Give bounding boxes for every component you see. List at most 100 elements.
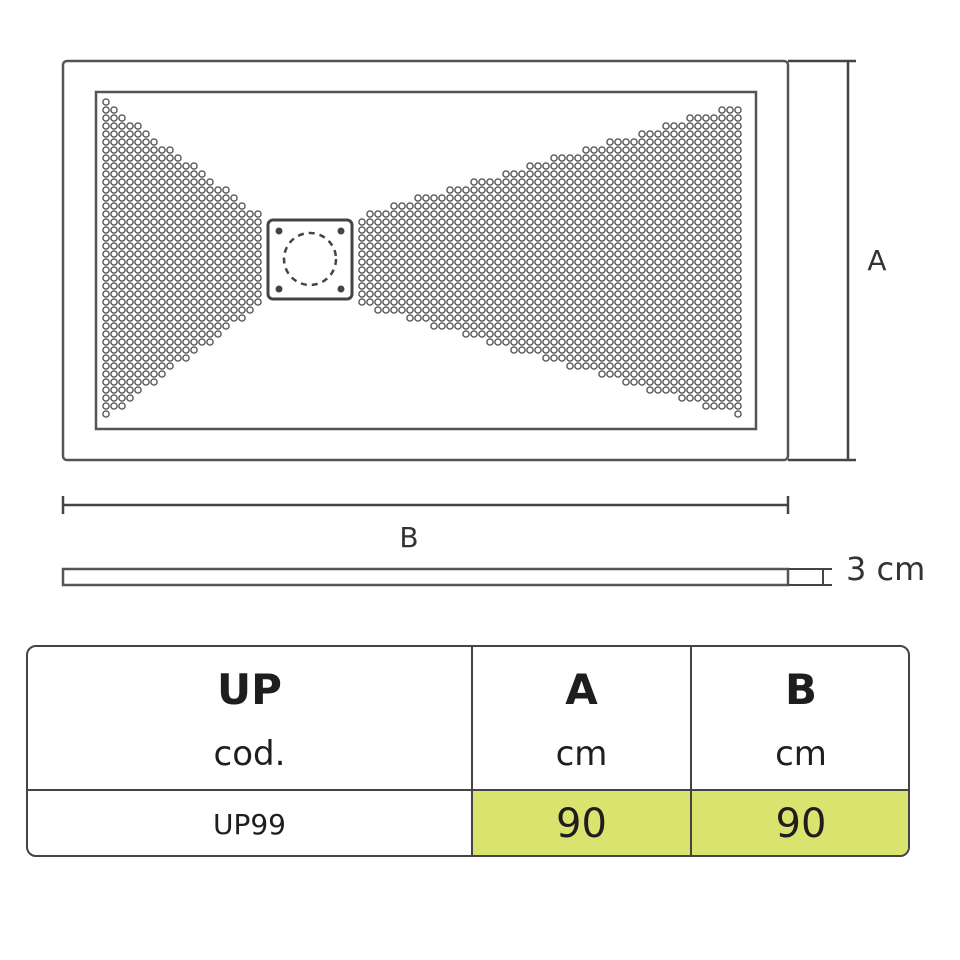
column-unit-up: cod. bbox=[213, 734, 286, 774]
anti-slip-dot bbox=[214, 258, 222, 266]
anti-slip-dot bbox=[478, 178, 486, 186]
anti-slip-dot bbox=[470, 282, 478, 290]
anti-slip-dot bbox=[582, 322, 590, 330]
anti-slip-dot bbox=[670, 146, 678, 154]
anti-slip-dot bbox=[238, 274, 246, 282]
anti-slip-dot bbox=[390, 290, 398, 298]
anti-slip-dot bbox=[254, 274, 262, 282]
anti-slip-dot bbox=[110, 394, 118, 402]
anti-slip-dot bbox=[726, 130, 734, 138]
anti-slip-dot bbox=[542, 314, 550, 322]
anti-slip-dot bbox=[494, 186, 502, 194]
anti-slip-dot bbox=[454, 306, 462, 314]
dimension-b-line bbox=[61, 496, 790, 514]
anti-slip-dot bbox=[686, 394, 694, 402]
anti-slip-dot bbox=[566, 330, 574, 338]
anti-slip-dot bbox=[558, 210, 566, 218]
anti-slip-dot bbox=[438, 290, 446, 298]
anti-slip-dot bbox=[134, 338, 142, 346]
anti-slip-dot bbox=[702, 362, 710, 370]
anti-slip-dot bbox=[494, 306, 502, 314]
anti-slip-dot bbox=[550, 234, 558, 242]
anti-slip-dot bbox=[718, 122, 726, 130]
anti-slip-dot bbox=[582, 330, 590, 338]
anti-slip-dot bbox=[158, 218, 166, 226]
anti-slip-dot bbox=[662, 218, 670, 226]
anti-slip-dot bbox=[534, 242, 542, 250]
anti-slip-dot bbox=[374, 226, 382, 234]
anti-slip-dot bbox=[430, 314, 438, 322]
anti-slip-dot bbox=[110, 298, 118, 306]
anti-slip-dot bbox=[678, 170, 686, 178]
anti-slip-dot bbox=[622, 362, 630, 370]
anti-slip-dot bbox=[598, 178, 606, 186]
anti-slip-dot bbox=[174, 210, 182, 218]
anti-slip-dot bbox=[182, 162, 190, 170]
anti-slip-dot bbox=[102, 98, 110, 106]
anti-slip-dot bbox=[462, 322, 470, 330]
anti-slip-dot bbox=[670, 298, 678, 306]
anti-slip-dot bbox=[142, 194, 150, 202]
anti-slip-dot bbox=[126, 210, 134, 218]
anti-slip-dot bbox=[630, 338, 638, 346]
anti-slip-dot bbox=[694, 370, 702, 378]
anti-slip-dot bbox=[438, 250, 446, 258]
anti-slip-dot bbox=[150, 266, 158, 274]
anti-slip-dot bbox=[590, 330, 598, 338]
anti-slip-dot bbox=[678, 218, 686, 226]
anti-slip-dot bbox=[478, 282, 486, 290]
anti-slip-dot bbox=[198, 178, 206, 186]
anti-slip-dot bbox=[366, 210, 374, 218]
anti-slip-dot bbox=[622, 306, 630, 314]
anti-slip-dot bbox=[638, 242, 646, 250]
anti-slip-dot bbox=[534, 226, 542, 234]
anti-slip-dot bbox=[734, 234, 742, 242]
anti-slip-dot bbox=[686, 306, 694, 314]
anti-slip-dot bbox=[150, 274, 158, 282]
anti-slip-dot bbox=[582, 338, 590, 346]
anti-slip-dot bbox=[678, 130, 686, 138]
anti-slip-dot bbox=[502, 266, 510, 274]
anti-slip-dot bbox=[574, 154, 582, 162]
anti-slip-dot bbox=[198, 210, 206, 218]
anti-slip-dot bbox=[678, 314, 686, 322]
anti-slip-dot bbox=[454, 186, 462, 194]
anti-slip-dot bbox=[670, 306, 678, 314]
anti-slip-dot bbox=[150, 210, 158, 218]
anti-slip-dot bbox=[574, 274, 582, 282]
anti-slip-dot bbox=[254, 242, 262, 250]
anti-slip-dot bbox=[662, 258, 670, 266]
anti-slip-dot bbox=[718, 394, 726, 402]
anti-slip-dot bbox=[502, 170, 510, 178]
anti-slip-dot bbox=[134, 170, 142, 178]
anti-slip-dot bbox=[662, 338, 670, 346]
anti-slip-dot bbox=[566, 202, 574, 210]
anti-slip-dot bbox=[694, 146, 702, 154]
anti-slip-dot bbox=[542, 170, 550, 178]
anti-slip-dot bbox=[654, 162, 662, 170]
anti-slip-dot bbox=[150, 282, 158, 290]
anti-slip-dot bbox=[590, 298, 598, 306]
anti-slip-dot bbox=[358, 226, 366, 234]
anti-slip-dot bbox=[534, 298, 542, 306]
anti-slip-dot bbox=[446, 218, 454, 226]
anti-slip-dot bbox=[510, 298, 518, 306]
anti-slip-dot bbox=[174, 322, 182, 330]
anti-slip-dot bbox=[702, 194, 710, 202]
anti-slip-dot bbox=[614, 186, 622, 194]
anti-slip-dot bbox=[574, 322, 582, 330]
anti-slip-dot bbox=[486, 338, 494, 346]
anti-slip-dot bbox=[694, 314, 702, 322]
anti-slip-dot bbox=[166, 290, 174, 298]
anti-slip-dot bbox=[190, 226, 198, 234]
anti-slip-dot bbox=[462, 306, 470, 314]
anti-slip-dot bbox=[486, 290, 494, 298]
anti-slip-dot bbox=[502, 330, 510, 338]
anti-slip-dot bbox=[166, 178, 174, 186]
anti-slip-dot bbox=[358, 298, 366, 306]
anti-slip-dot bbox=[726, 306, 734, 314]
anti-slip-dot bbox=[574, 290, 582, 298]
anti-slip-dot bbox=[478, 218, 486, 226]
anti-slip-dot bbox=[726, 202, 734, 210]
anti-slip-dot bbox=[502, 178, 510, 186]
